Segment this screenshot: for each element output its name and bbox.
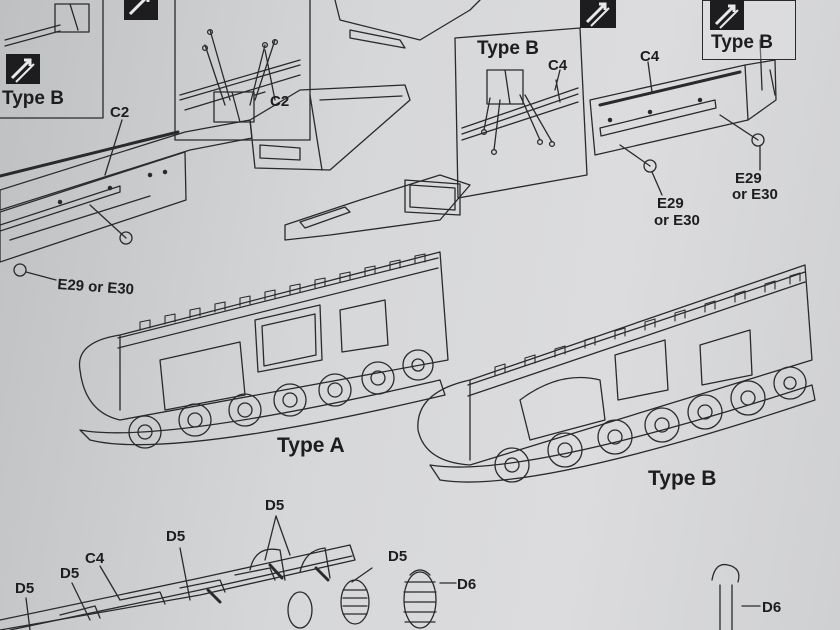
callout-type-b-mid xyxy=(454,27,588,199)
label-c4-callout: C4 xyxy=(548,57,568,74)
diagonal-arrows-icon xyxy=(10,58,35,83)
hull-panel-c2 xyxy=(0,119,253,277)
label-type-b-callout-mid: Type B xyxy=(477,38,539,59)
direction-badge-right xyxy=(710,0,744,30)
label-d6-b: D6 xyxy=(762,599,782,616)
hull-panel-c4 xyxy=(589,39,777,173)
caption-type-a: Type A xyxy=(277,434,345,457)
tank-type-b xyxy=(417,264,816,483)
callout-upper-left xyxy=(0,0,104,119)
label-c2-left: C2 xyxy=(110,104,130,121)
suspension-assembly xyxy=(0,515,761,630)
leader-lines xyxy=(25,49,761,281)
label-c4-right: C4 xyxy=(640,48,660,65)
callout-frame-type-b-right xyxy=(702,0,796,60)
label-c4-bottom: C4 xyxy=(85,550,105,567)
label-c2-callout: C2 xyxy=(270,93,290,110)
diagonal-arrows-icon xyxy=(128,0,150,16)
label-e29-right-line1: E29 xyxy=(735,170,762,187)
direction-badge-left xyxy=(6,54,40,84)
direction-badge-mid xyxy=(580,0,616,28)
label-e29-right-line2: or E30 xyxy=(732,186,778,203)
tank-type-a xyxy=(78,251,449,449)
label-e29-mid-line1: E29 xyxy=(657,195,684,212)
caption-type-b: Type B xyxy=(648,467,717,490)
label-d6-a: D6 xyxy=(457,576,477,593)
diagonal-arrows-icon xyxy=(585,2,610,27)
callout-c2-detail xyxy=(174,0,311,141)
label-d5-b: D5 xyxy=(166,528,186,545)
label-e29-mid-line2: or E30 xyxy=(654,212,700,229)
hull-center-piece xyxy=(249,0,481,241)
label-d5-e: D5 xyxy=(388,548,408,565)
label-type-b-top-left: Type B xyxy=(2,88,64,109)
label-d5-c: D5 xyxy=(60,565,80,582)
diagonal-arrows-icon xyxy=(714,4,739,29)
label-d5-d: D5 xyxy=(15,580,35,597)
label-d5-a: D5 xyxy=(265,497,285,514)
label-type-b-callout-right: Type B xyxy=(711,32,773,53)
direction-badge-top xyxy=(124,0,158,20)
